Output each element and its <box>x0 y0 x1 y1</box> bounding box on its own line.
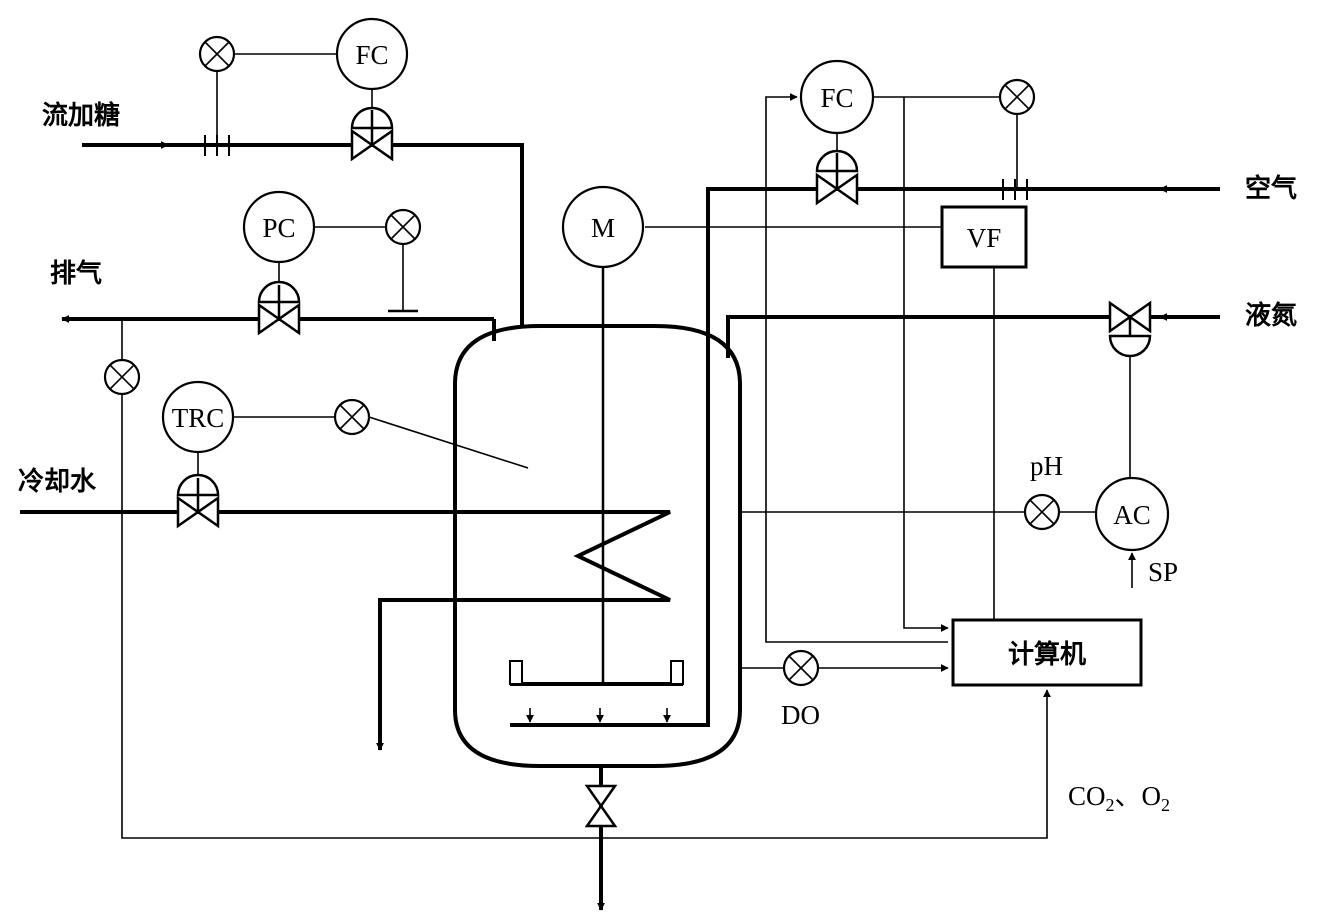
air-flow-transmitter-icon <box>998 78 1036 116</box>
bottom-valve[interactable] <box>584 784 618 828</box>
exhaust-label: 排气 <box>50 258 102 289</box>
temperature-controller[interactable]: TRC <box>161 380 235 454</box>
agitator-motor[interactable]: M <box>561 185 645 269</box>
air-label: 空气 <box>1245 173 1297 204</box>
gas-analysis-label: CO2、O2 <box>1068 781 1170 815</box>
gas-analysis-line <box>121 319 1051 839</box>
do-transmitter-icon <box>782 649 820 687</box>
sugar-flow-transmitter-icon <box>198 35 236 73</box>
cooling-water-valve[interactable] <box>176 473 220 529</box>
air-sparger-line <box>510 187 1165 727</box>
sugar-flow-controller[interactable]: FC <box>335 17 409 91</box>
sugar-feed-line <box>165 143 524 326</box>
ammonia-line <box>726 315 1220 358</box>
air-fc-to-computer <box>903 97 949 632</box>
variable-frequency-drive[interactable]: VF <box>940 205 1028 269</box>
ac-label: AC <box>1113 500 1151 530</box>
ph-label: pH <box>1030 451 1063 481</box>
cooling-water-label: 冷却水 <box>18 466 97 497</box>
setpoint-label: SP <box>1148 557 1178 587</box>
computer-box[interactable]: 计算机 <box>951 618 1143 687</box>
ph-transmitter-icon <box>1023 493 1061 531</box>
vf-label: VF <box>967 223 1002 253</box>
pressure-controller[interactable]: PC <box>242 190 316 264</box>
gas-analyzer-icon <box>103 358 141 396</box>
air-control-valve[interactable] <box>815 149 859 206</box>
air-flow-orifice <box>1002 179 1028 200</box>
temperature-probe <box>368 416 529 469</box>
trc-label: TRC <box>172 403 225 433</box>
cooling-coil <box>20 510 671 740</box>
pressure-transmitter-icon <box>384 208 422 246</box>
air-fc-label: FC <box>820 83 853 113</box>
temperature-transmitter-icon <box>333 398 371 436</box>
fermenter-vessel <box>453 324 742 768</box>
exhaust-control-valve[interactable] <box>257 280 301 336</box>
sugar-fc-label: FC <box>355 40 388 70</box>
ph-analyzer-controller[interactable]: AC <box>1094 476 1170 552</box>
air-flow-controller[interactable]: FC <box>799 59 875 135</box>
sugar-feed-label: 流加糖 <box>42 100 120 131</box>
motor-label: M <box>591 213 615 243</box>
sugar-control-valve[interactable] <box>350 106 394 162</box>
ammonia-control-valve[interactable] <box>1108 300 1152 358</box>
impeller-blade-left <box>509 660 523 685</box>
liquid-ammonia-label: 液氮 <box>1245 301 1297 331</box>
do-label: DO <box>781 700 820 730</box>
computer-to-air-fc <box>765 93 948 643</box>
impeller-blade-right <box>670 660 684 685</box>
computer-label: 计算机 <box>1008 639 1086 670</box>
pc-label: PC <box>262 213 295 243</box>
